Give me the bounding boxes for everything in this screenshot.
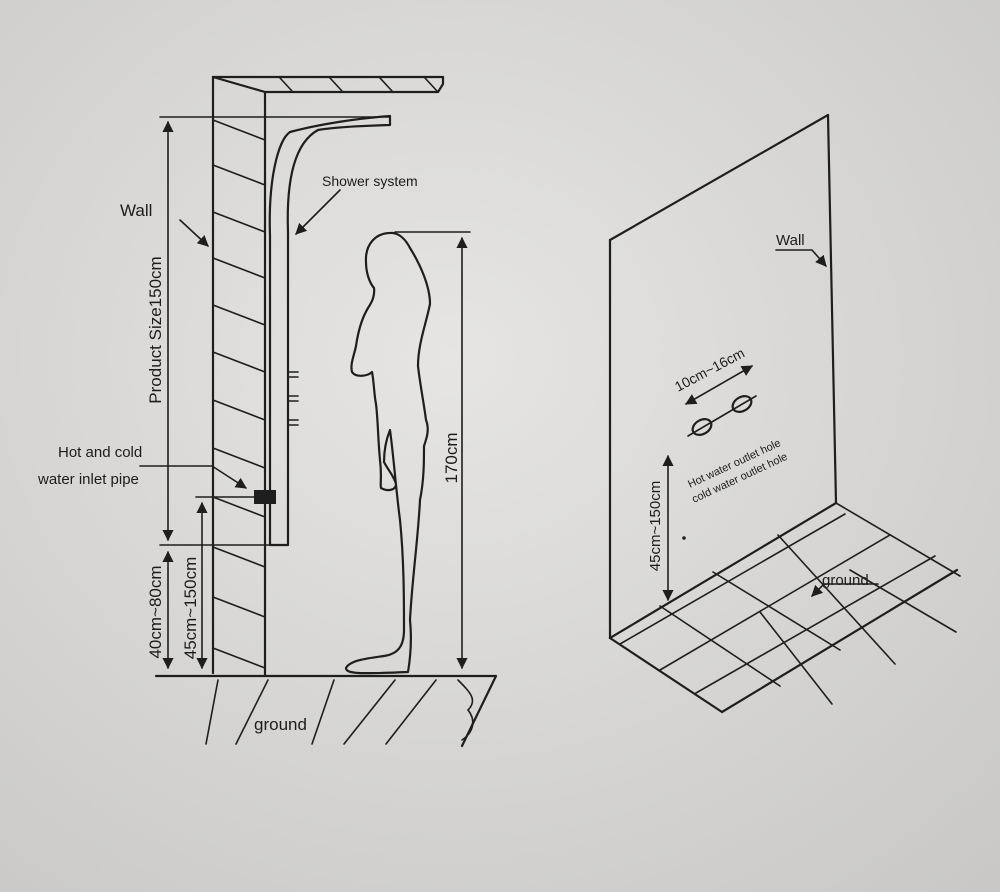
left-ground-label: ground (254, 715, 307, 734)
product-size-label: Product Size150cm (146, 256, 165, 403)
dim-40-80-label: 40cm~80cm (146, 565, 165, 658)
right-wall-leader (775, 249, 827, 267)
left-wall-label: Wall (120, 201, 152, 220)
wall-section (211, 75, 267, 678)
right-ground-label: ground (822, 572, 869, 589)
shower-panel (254, 114, 392, 547)
dim-45-150-label: 45cm~150cm (181, 557, 200, 660)
wall-plane (608, 113, 838, 640)
dim-170-label: 170cm (442, 432, 461, 483)
pipe-label-line1: Hot and cold (58, 444, 142, 461)
wall-leader (179, 219, 209, 247)
ground-section (154, 674, 498, 748)
spacing-dimension (685, 365, 753, 405)
inlet-pipe-connector (254, 490, 276, 504)
shower-system-leader (295, 189, 341, 235)
right-wall-label: Wall (776, 232, 805, 249)
ink-dot (682, 536, 686, 540)
pipe-leader (139, 465, 247, 489)
shower-jets (287, 371, 299, 426)
right-ground-leader (811, 583, 879, 597)
left-side-view: Wall Shower system Product Size150cm Hot… (37, 75, 498, 748)
height-label: 45cm~150cm (647, 481, 664, 571)
ceiling-section (211, 75, 445, 94)
pipe-label-line2: water inlet pipe (37, 471, 139, 488)
woman-figure (344, 231, 432, 675)
floor-grid (608, 501, 961, 714)
dimension-lines (159, 116, 471, 670)
shower-system-label: Shower system (322, 173, 418, 189)
